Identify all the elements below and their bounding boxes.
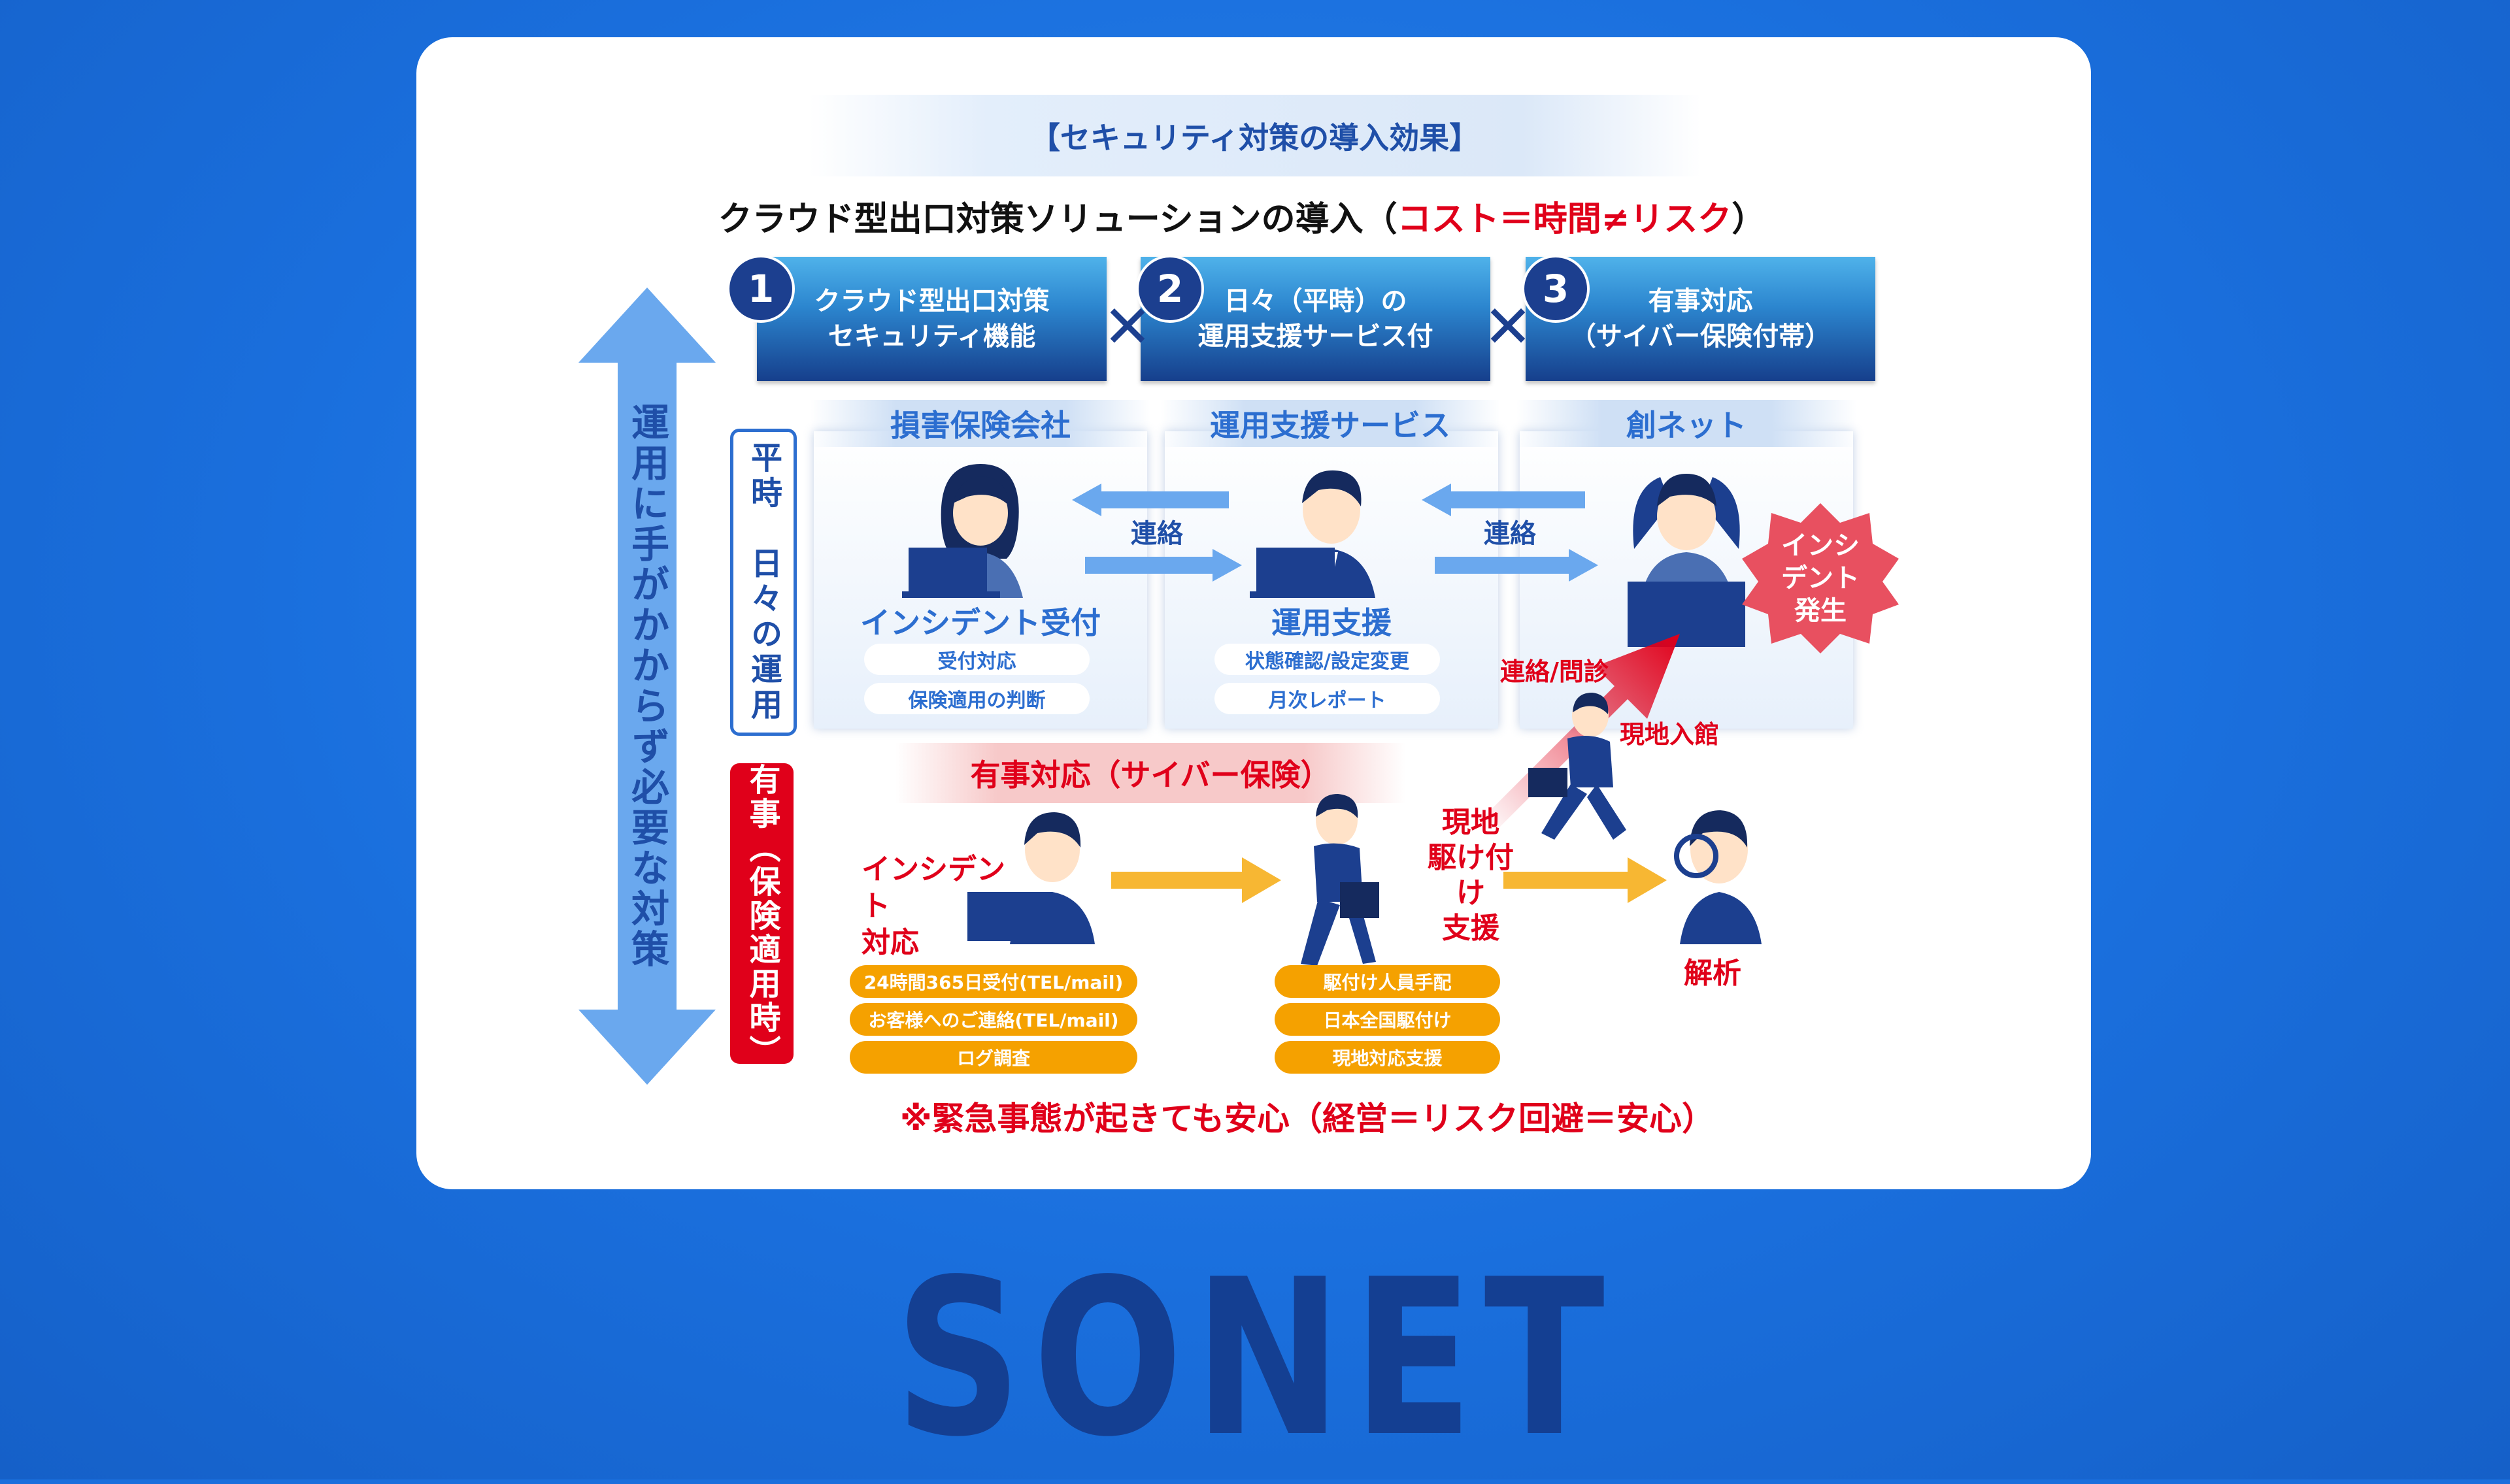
step-2-line2: 運用支援サービス付 bbox=[1197, 322, 1433, 352]
contact-arrows-right-icon bbox=[1422, 484, 1598, 582]
analysis-label: 解析 bbox=[1684, 957, 1741, 990]
rush-support-line2: 駆け付け bbox=[1428, 841, 1514, 910]
contact-inquiry-label: 連絡/問診 bbox=[1500, 657, 1609, 686]
incident-badge-line3: 発生 bbox=[1794, 596, 1847, 626]
step-number-3: 3 bbox=[1522, 255, 1590, 323]
yellow-arrow-2-icon bbox=[1503, 857, 1667, 903]
subtitle: クラウド型出口対策ソリューションの導入（コスト＝時間≠リスク） bbox=[588, 186, 1896, 245]
column-head-sonet: 創ネット bbox=[1516, 400, 1856, 447]
analyst-magnifier-icon bbox=[1674, 810, 1762, 944]
header-title: 【セキュリティ対策の導入効果】 bbox=[1029, 120, 1480, 156]
bottom-note: ※緊急事態が起きても安心（経営＝リスク回避＝安心） bbox=[899, 1100, 1715, 1138]
subtitle-end: ） bbox=[1732, 199, 1766, 239]
incident-response-label: インシデント 対応 bbox=[862, 851, 1031, 959]
pill-reception: 受付対応 bbox=[864, 644, 1090, 675]
step-2-line1: 日々（平時）の bbox=[1224, 286, 1407, 316]
column-head-support: 運用支援サービス bbox=[1160, 400, 1500, 447]
operator-woman-icon bbox=[902, 464, 1023, 598]
column-head-insurance: 損害保険会社 bbox=[811, 400, 1150, 447]
role-title-incident-reception: インシデント受付 bbox=[860, 605, 1101, 640]
vertical-label: 運用に手がかからず必要な対策 bbox=[625, 403, 669, 970]
step-box-2: 日々（平時）の運用支援サービス付 bbox=[1141, 257, 1490, 381]
emergency-label: 有事（保険適用時） bbox=[730, 763, 794, 1069]
step-number-2: 2 bbox=[1136, 255, 1204, 323]
contact-arrows-left-icon bbox=[1072, 484, 1242, 582]
incident-response-line2: 対応 bbox=[862, 926, 919, 959]
operator-headset-icon bbox=[967, 812, 1095, 944]
stressed-person-icon bbox=[1628, 474, 1745, 647]
pill-monthly-report: 月次レポート bbox=[1214, 683, 1440, 714]
emergency-response-band: 有事対応（サイバー保険） bbox=[895, 743, 1405, 803]
step-3-line2: （サイバー保険付帯） bbox=[1569, 322, 1832, 352]
role-title-operation-support: 運用支援 bbox=[1271, 605, 1392, 640]
rush-support-label: 現地駆け付け支援 bbox=[1418, 806, 1523, 945]
incident-burst-icon bbox=[1742, 503, 1899, 653]
onsite-visit-label: 現地入館 bbox=[1620, 720, 1720, 749]
subtitle-red: コスト＝時間≠リスク bbox=[1397, 199, 1732, 239]
step-number-1: 1 bbox=[727, 255, 795, 323]
incident-badge-line2: デント bbox=[1781, 563, 1860, 593]
normal-time-label: 平時 日々の運用 bbox=[730, 429, 797, 736]
running-staff-icon bbox=[1528, 693, 1626, 840]
header-band bbox=[809, 95, 1701, 176]
step-3-line1: 有事対応 bbox=[1648, 286, 1753, 316]
orange-pill-staffing: 駆付け人員手配 bbox=[1275, 965, 1500, 998]
rush-support-line3: 支援 bbox=[1442, 912, 1499, 945]
orange-pill-log: ログ調査 bbox=[850, 1041, 1137, 1074]
pill-status-check: 状態確認/設定変更 bbox=[1214, 644, 1440, 675]
contact-label-2: 連絡 bbox=[1484, 519, 1536, 549]
rush-support-line1: 現地 bbox=[1442, 806, 1499, 839]
yellow-arrow-1-icon bbox=[1111, 857, 1281, 903]
incident-badge-text: インシデント発生 bbox=[1742, 503, 1899, 653]
operator-man-icon bbox=[1250, 470, 1375, 598]
step-box-1: クラウド型出口対策セキュリティ機能 bbox=[757, 257, 1107, 381]
incident-badge-line1: インシ bbox=[1781, 531, 1860, 561]
step-1-line1: クラウド型出口対策 bbox=[814, 286, 1050, 316]
brand-logo-text: SONET bbox=[894, 1233, 1616, 1484]
subtitle-main: クラウド型出口対策ソリューションの導入（ bbox=[718, 199, 1397, 239]
orange-pill-nationwide: 日本全国駆付け bbox=[1275, 1003, 1500, 1036]
orange-pill-customer-contact: お客様へのご連絡(TEL/mail) bbox=[850, 1003, 1137, 1036]
step-1-line2: セキュリティ機能 bbox=[828, 322, 1036, 352]
walking-staff-icon bbox=[1301, 794, 1379, 966]
double-arrow-icon bbox=[578, 288, 716, 1085]
incident-response-line1: インシデント bbox=[862, 853, 1005, 923]
pill-insurance-judgment: 保険適用の判断 bbox=[864, 683, 1090, 714]
times-icon-1: ✕ bbox=[1103, 292, 1152, 361]
times-icon-2: ✕ bbox=[1483, 292, 1533, 361]
orange-pill-24h: 24時間365日受付(TEL/mail) bbox=[850, 965, 1137, 998]
contact-label-1: 連絡 bbox=[1131, 519, 1183, 549]
orange-pill-onsite: 現地対応支援 bbox=[1275, 1041, 1500, 1074]
